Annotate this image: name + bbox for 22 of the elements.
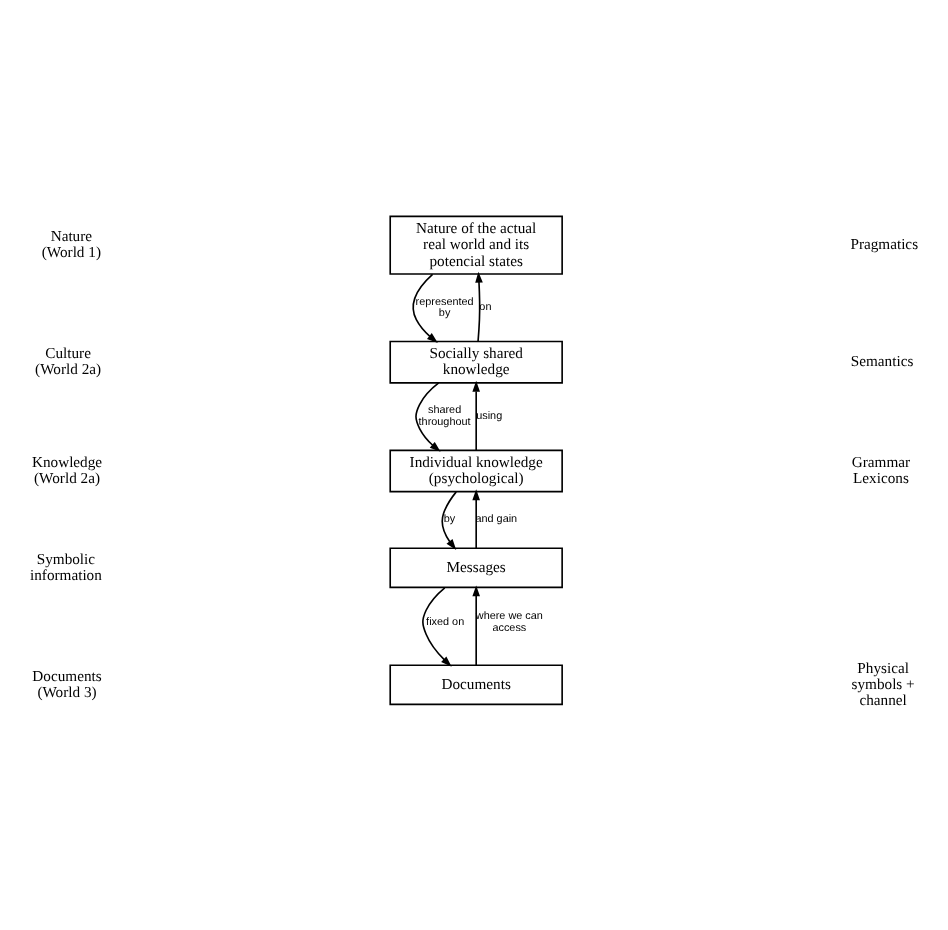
arrow [441,491,458,550]
label: Knowledge (World 2a) [31,452,103,488]
arrow [412,273,438,343]
label: Documents (World 3) [32,666,102,701]
arrow [472,585,480,666]
node-box: Individual knowledge (psychological) [389,449,563,493]
label: Semantics [850,352,914,371]
label: Pragmatics [850,235,919,254]
node-box: Nature of the actual real world and its potencial states [389,215,563,275]
label: Symbolic information [30,549,102,585]
arrow [472,380,480,452]
label: Culture (World 2a) [35,344,102,379]
node-box: Socially shared knowledge [389,340,563,384]
label: Physical symbols + channel [851,658,915,710]
label: Grammar Lexicons [851,452,911,488]
arrow [422,587,452,667]
arrow [472,489,480,549]
arrow [415,382,441,452]
node-box: Messages [389,547,563,589]
label: Nature (World 1) [41,227,101,262]
node-box: Documents [389,664,563,706]
arrow [475,271,483,343]
